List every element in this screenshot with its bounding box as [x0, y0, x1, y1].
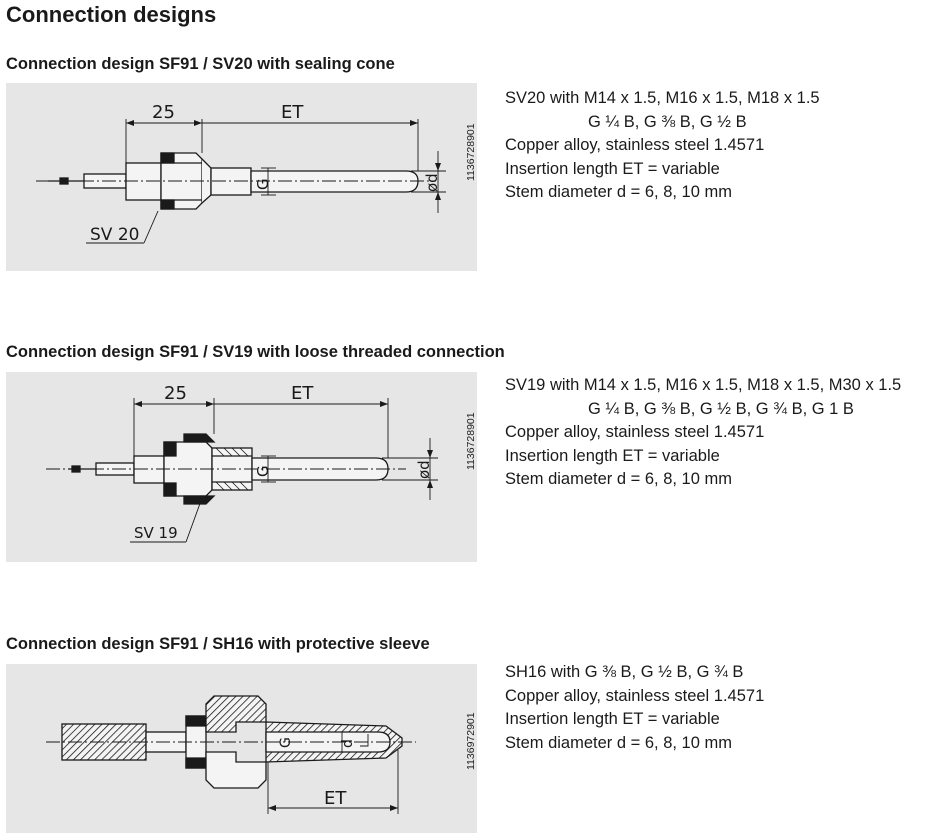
- spec-stem: Stem diameter d = 6, 8, 10 mm: [505, 733, 732, 752]
- dim-label-25: 25: [152, 102, 175, 123]
- callout-label: SV 19: [134, 524, 178, 542]
- specs-sv19: SV19 with M14 x 1.5, M16 x 1.5, M18 x 1.…: [505, 374, 901, 492]
- drawing-code-sh16: 1136972901: [465, 712, 477, 770]
- spec-stem: Stem diameter d = 6, 8, 10 mm: [505, 183, 732, 201]
- spec-insertion: Insertion length ET = variable: [505, 710, 720, 728]
- spec-threads: SV19 with M14 x 1.5, M16 x 1.5, M18 x 1.…: [505, 376, 902, 394]
- dim-label-g: G: [254, 178, 272, 190]
- drawing-sv20: 25 ET G ød SV 20: [6, 83, 477, 271]
- spec-connection: SH16 with G ⅜ B, G ½ B, G ¾ B: [505, 663, 744, 681]
- spec-pipe-threads: G ¼ B, G ⅜ B, G ½ B: [588, 112, 747, 131]
- dim-label-25: 25: [164, 383, 187, 404]
- dim-label-g: G: [278, 737, 294, 748]
- section-title-sh16: Connection design SF91 / SH16 with prote…: [6, 635, 430, 653]
- technical-drawing-sv19: 25 ET G ød SV 19: [46, 383, 438, 543]
- dim-label-d: d: [340, 739, 356, 748]
- dim-label-d: ød: [423, 173, 441, 192]
- page-title: Connection designs: [6, 2, 217, 27]
- section-title-sv20: Connection design SF91 / SV20 with seali…: [6, 55, 395, 73]
- spec-stem: Stem diameter d = 6, 8, 10 mm: [505, 470, 732, 488]
- dim-label-et: ET: [291, 383, 314, 404]
- dim-label-d: ød: [415, 460, 433, 479]
- dim-label-et: ET: [324, 788, 347, 809]
- section-title-sv19: Connection design SF91 / SV19 with loose…: [6, 343, 505, 361]
- technical-drawing-sh16: G d ET: [46, 695, 416, 814]
- spec-pipe-threads: G ¼ B, G ⅜ B, G ½ B, G ¾ B, G 1 B: [588, 399, 854, 418]
- spec-material: Copper alloy, stainless steel 1.4571: [505, 686, 765, 705]
- drawing-code-sv20: 1136728901: [465, 123, 477, 181]
- spec-threads: SV20 with M14 x 1.5, M16 x 1.5, M18 x 1.…: [505, 89, 820, 107]
- dim-label-g: G: [254, 465, 272, 477]
- specs-sv20: SV20 with M14 x 1.5, M16 x 1.5, M18 x 1.…: [505, 87, 820, 205]
- technical-drawing-sv20: 25 ET G ød SV 20: [36, 102, 446, 245]
- spec-insertion: Insertion length ET = variable: [505, 446, 720, 465]
- specs-sh16: SH16 with G ⅜ B, G ½ B, G ¾ B Copper all…: [505, 661, 764, 755]
- dim-label-et: ET: [281, 102, 304, 123]
- callout-label: SV 20: [90, 225, 139, 245]
- drawing-code-sv19: 1136728901: [465, 412, 477, 470]
- spec-material: Copper alloy, stainless steel 1.4571: [505, 136, 765, 154]
- drawing-sh16: G d ET: [6, 664, 477, 833]
- spec-insertion: Insertion length ET = variable: [505, 159, 720, 178]
- drawing-sv19: 25 ET G ød SV 19: [6, 372, 477, 562]
- spec-material: Copper alloy, stainless steel 1.4571: [505, 423, 765, 441]
